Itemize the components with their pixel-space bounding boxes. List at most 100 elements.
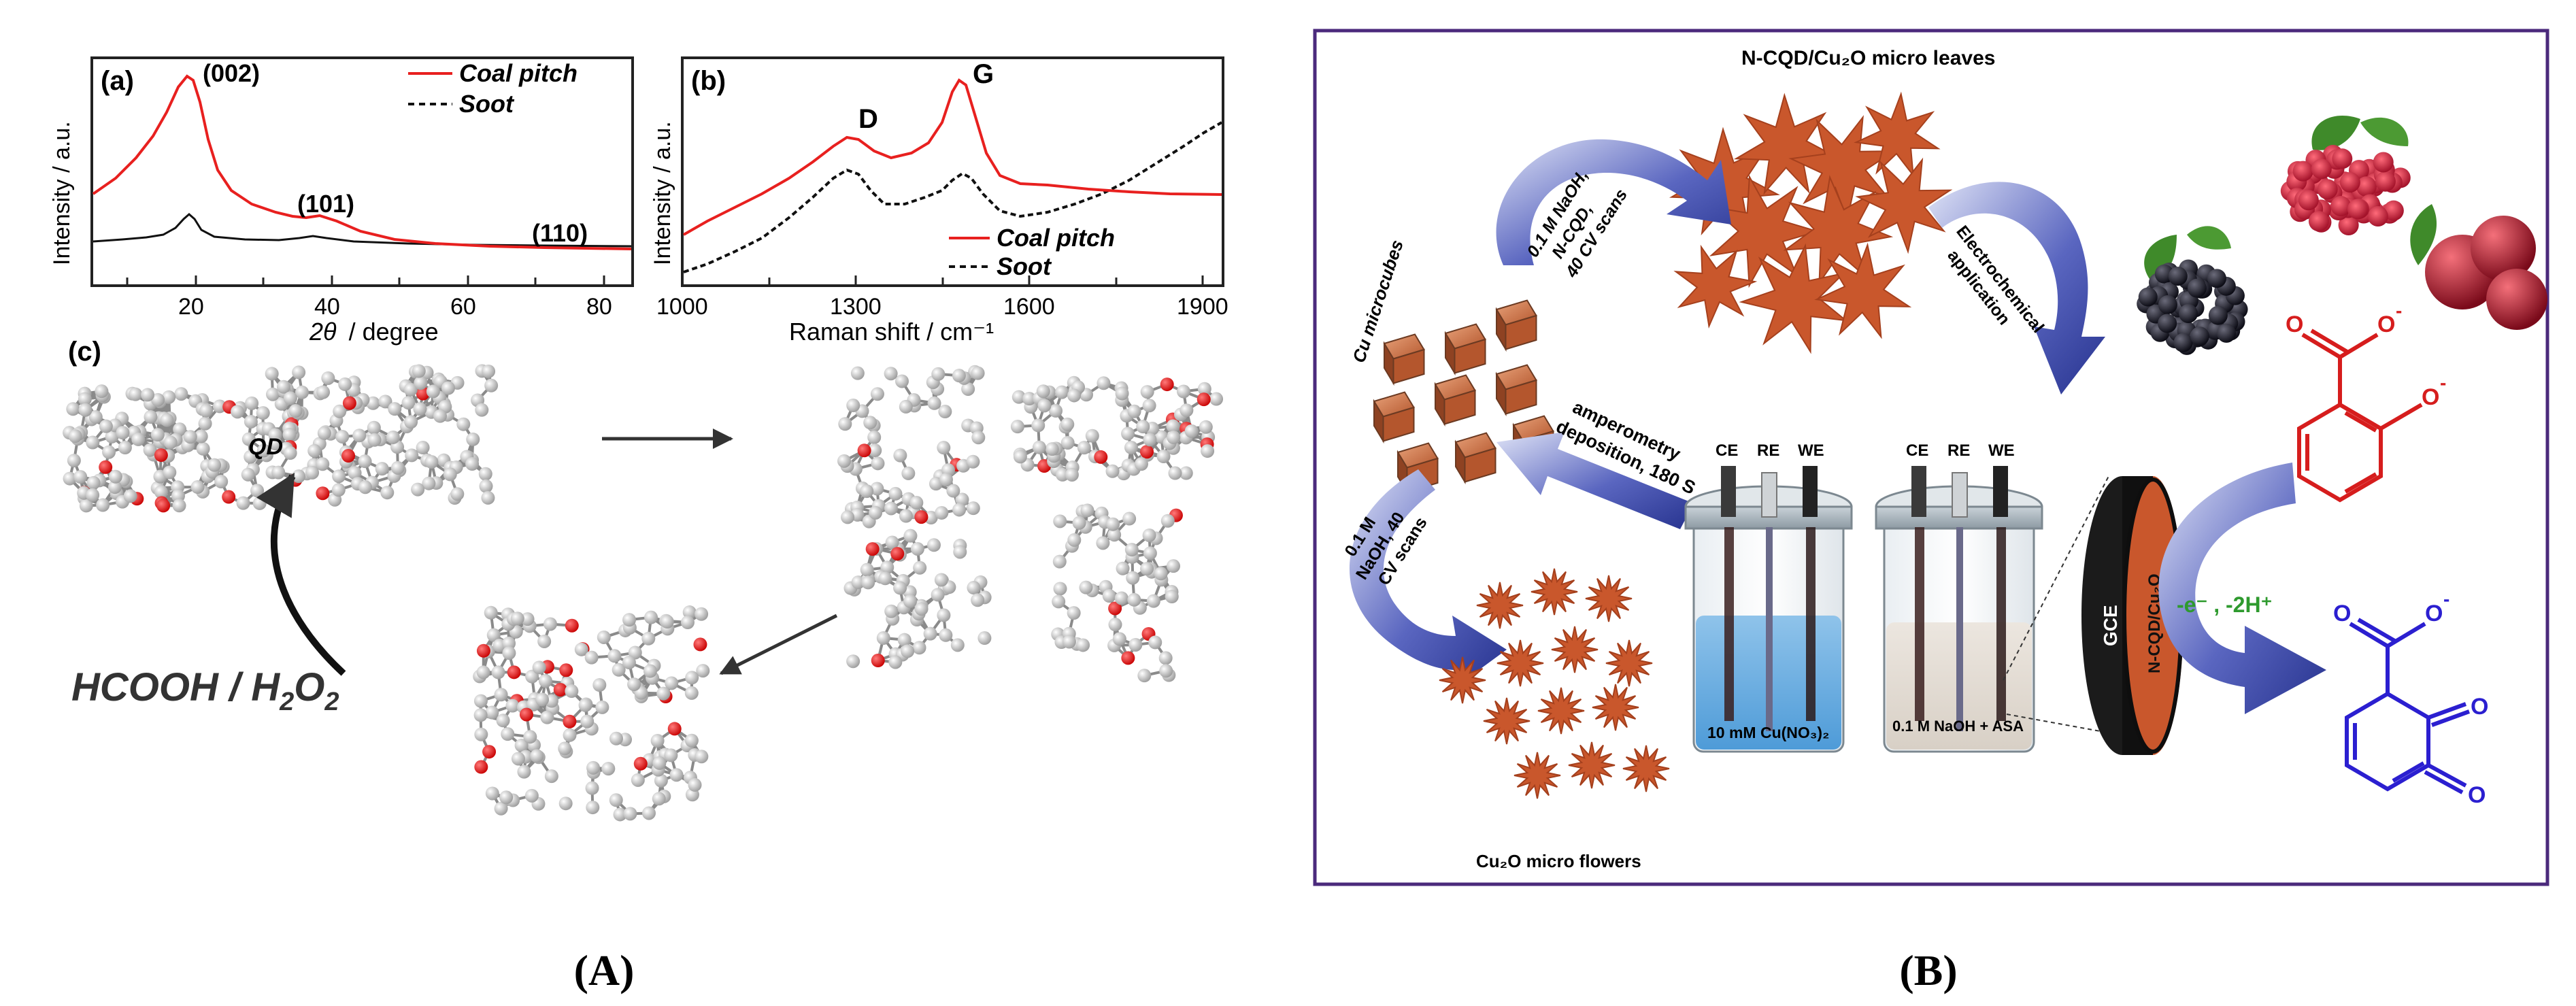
chart-a-xrd: (a) Intensity / a.u. 20 40 60 80 2θ / de… — [49, 56, 634, 346]
molecule-fragment-3 — [843, 529, 992, 669]
cell2-electrode-we-body — [1996, 527, 2006, 721]
molecule-cluster-product — [473, 605, 710, 822]
reaction-arrow — [2158, 463, 2326, 714]
chart-a-peak-002: (002) — [203, 59, 260, 87]
curved-arrow-top-left — [1496, 139, 1731, 265]
process-arrow-down-left — [719, 614, 838, 675]
panel-a: (a) Intensity / a.u. 20 40 60 80 2θ / de… — [49, 56, 1228, 822]
caption-b: (B) — [1899, 946, 1957, 994]
fruit-cranberries — [2410, 204, 2547, 330]
reagent-sub1: 2 — [279, 688, 294, 716]
cell2-electrode-re-body — [1956, 527, 1963, 731]
product-o2-charge: - — [2443, 588, 2449, 609]
cell1-electrode-ce — [1721, 466, 1736, 517]
chart-b-sublabel: (b) — [691, 66, 726, 96]
leaves-label: N-CQD/Cu₂O micro leaves — [1741, 47, 1995, 69]
chart-b-frame — [681, 56, 1224, 287]
chart-a-legend-soot: Soot — [459, 90, 515, 118]
chart-a-xtick-20: 20 — [178, 294, 204, 320]
chart-b-series-coal-pitch — [683, 78, 1222, 236]
schematic-c-sublabel: (c) — [68, 337, 101, 367]
cell2-electrode-we — [1993, 466, 2008, 517]
reagent-label: HCOOH / H2O2 — [71, 665, 339, 716]
cranberry-leaf — [2410, 204, 2437, 265]
chart-a-legend-coal-pitch: Coal pitch — [459, 59, 578, 87]
cu2o-micro-flowers — [1439, 568, 1670, 799]
chart-b-xlabel: Raman shift / cm⁻¹ — [789, 318, 994, 346]
amperometry-arrow — [1496, 432, 1694, 529]
cu2o-micro-leaves — [1669, 91, 1953, 354]
cell1-electrode-we — [1803, 466, 1818, 517]
product-o1: O — [2333, 601, 2351, 626]
reagent-sub2: 2 — [324, 688, 339, 716]
cell1-electrode-ce-body — [1724, 527, 1734, 721]
molecule-fragment-4 — [1051, 503, 1183, 683]
reactant-o1: O — [2286, 312, 2303, 337]
cell2-label-we: WE — [1988, 441, 2015, 460]
molecule-cluster-left-b — [262, 364, 499, 507]
cell1-electrode-we-body — [1806, 527, 1816, 721]
product-o4: O — [2468, 782, 2486, 808]
cell1-label-re: RE — [1757, 441, 1779, 460]
cell1-electrode-re-body — [1766, 527, 1773, 731]
cell2-electrode-ce — [1911, 466, 1926, 517]
chart-b-peak-d: D — [858, 104, 878, 134]
chart-b-legend-coal-pitch: Coal pitch — [997, 224, 1115, 252]
zoom-line-bottom — [2006, 714, 2120, 735]
reactant-o2-charge: - — [2396, 300, 2402, 321]
chart-b-xtick-1000: 1000 — [656, 294, 708, 320]
chart-a-ylabel: Intensity / a.u. — [49, 121, 75, 265]
cranberry-2 — [2471, 216, 2536, 281]
chart-b-xtick-1900: 1900 — [1177, 294, 1228, 320]
chart-a-legend: Coal pitch Soot — [408, 59, 578, 118]
cell2-label-re: RE — [1947, 441, 1970, 460]
chart-b-xtick-1300: 1300 — [830, 294, 882, 320]
chart-a-xlabel-unit: / degree — [349, 318, 439, 346]
molecule-fragment-2 — [1010, 375, 1224, 482]
fruit-blackberries — [2137, 226, 2248, 355]
chart-a-xlabel-theta: 2θ — [309, 318, 337, 346]
chart-b-series-soot — [683, 121, 1222, 273]
cell1-label-we: WE — [1798, 441, 1824, 460]
qd-label: QD — [248, 434, 283, 460]
chart-b-peak-g: G — [973, 59, 994, 89]
reagent-arrow — [256, 472, 346, 676]
cell2-electrode-ce-body — [1915, 527, 1924, 721]
curved-arrow-left — [1349, 469, 1507, 687]
molecule-cluster-left-a — [63, 384, 273, 513]
chart-a-series-coal-pitch — [92, 74, 632, 250]
chart-a-sublabel: (a) — [101, 66, 134, 96]
reagent-tail: O — [294, 665, 324, 709]
reactant-o3-charge: - — [2440, 372, 2446, 393]
panel-b-frame — [1313, 29, 2549, 886]
chart-b-legend-soot: Soot — [997, 252, 1052, 280]
chart-a-xlabel: 2θ / degree — [309, 318, 439, 346]
cell1-electrode-re — [1761, 472, 1777, 518]
cell-deposition: CE RE WE 10 mM Cu(NO₃)₂ — [1684, 441, 1853, 753]
curved-arrow-top-right — [1928, 182, 2105, 395]
reactant-o3: O — [2422, 384, 2439, 410]
molecule-reactant — [2297, 329, 2423, 503]
gce-label: GCE — [2100, 605, 2121, 646]
chart-a-peak-110: (110) — [532, 219, 588, 247]
chart-a-xticks — [126, 275, 605, 286]
molecule-clusters — [63, 364, 1224, 822]
cell1-label-ce: CE — [1716, 441, 1738, 460]
chart-a-series-soot — [93, 213, 632, 248]
cranberry-3 — [2486, 269, 2547, 330]
product-o2: O — [2425, 601, 2443, 626]
chart-a-xtick-40: 40 — [314, 294, 340, 320]
fruit-raspberries — [2280, 116, 2411, 236]
chart-b-xticks — [681, 275, 1204, 286]
chart-b-xtick-1600: 1600 — [1003, 294, 1055, 320]
chart-a-xtick-80: 80 — [586, 294, 612, 320]
caption-a: (A) — [574, 946, 635, 994]
panel-b: N-CQD/Cu₂O micro leaves 0.1 M NaOH, N-CQ… — [1313, 29, 2549, 886]
chart-a-xtick-60: 60 — [450, 294, 476, 320]
cell-application: CE RE WE 0.1 M NaOH + ASA — [1875, 441, 2043, 753]
molecule-fragment-1 — [837, 365, 986, 529]
chart-b-raman: (b) Intensity / a.u. 1000 1300 1600 1900… — [650, 56, 1228, 346]
chart-a-peak-101: (101) — [297, 190, 354, 218]
reactant-o2: O — [2377, 312, 2395, 337]
